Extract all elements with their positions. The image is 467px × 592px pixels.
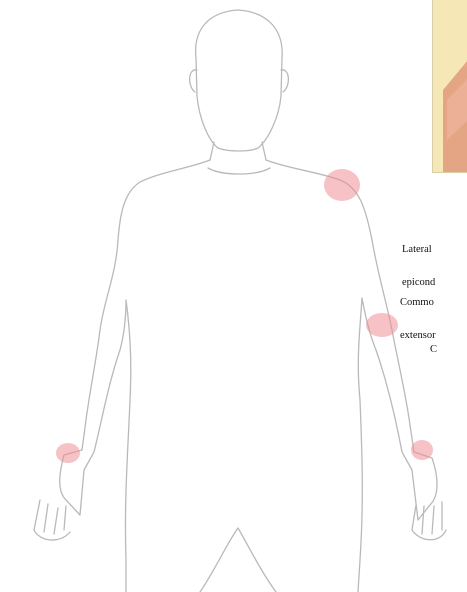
torso-left-outline [60,160,210,592]
pain-marker-right-elbow [366,313,398,337]
legs-outline [200,528,276,592]
left-hand-outline [34,500,70,540]
pain-marker-left-wrist [56,443,80,463]
collarbone-outline [208,168,270,174]
label-c-line1: C [430,344,467,355]
head-outline [196,10,283,151]
pain-marker-right-wrist [411,440,433,460]
label-common-line1: Commo [400,297,467,308]
inset-illustration [432,0,467,173]
label-c: C [430,322,467,366]
pain-marker-right-shoulder [324,169,360,201]
label-lateral-line1: Lateral [402,244,467,255]
